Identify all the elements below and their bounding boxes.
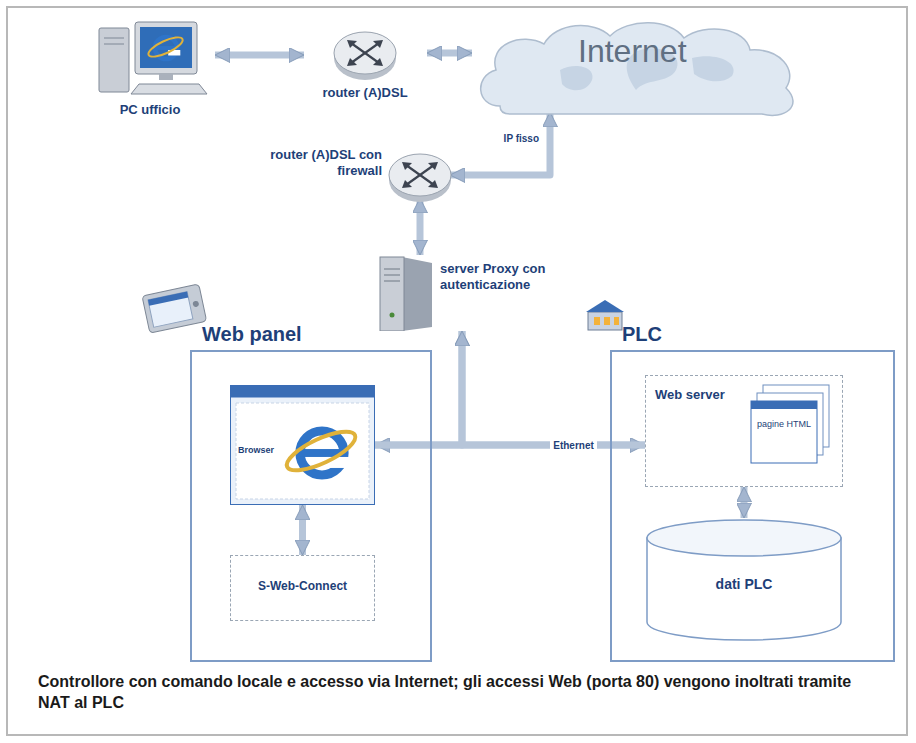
node-text: router (A)DSL con firewall [240,147,382,178]
connector-arrow [299,505,306,555]
internet-cloud: Internet [470,14,810,126]
s-web-connect-box: S-Web-Connect [230,555,375,621]
node-text: Browser [238,445,274,456]
web-panel-group: Web panelBrowserS-Web-Connect [190,318,432,662]
firewall-router-node: router (A)DSL con firewall [240,145,455,211]
web-server-box: Web server pagine HTML [645,375,843,487]
pc-node: PC ufficio [85,18,215,122]
connector-arrow [215,52,304,59]
cloud-shape [470,14,810,126]
connector-arrow [462,331,645,445]
node-text: router (A)DSL [300,85,430,101]
connector-arrow [375,331,462,445]
browser-logo [146,34,185,61]
router-illustration [300,25,430,87]
node-text: pagine HTML [755,419,813,430]
connector-arrow [417,198,424,255]
web-panel-icon [142,284,207,333]
proxy-node: server Proxy con autenticazione [370,255,570,331]
node-text: Web server [655,387,735,403]
browser-logo [282,424,360,478]
plc-icon [586,300,624,330]
router-symbol [389,154,451,202]
plc-group: PLC Web server pagine HTML dati PLC [610,318,895,662]
router-symbol [334,32,396,80]
connector-arrow [741,487,748,518]
plc-data-store: dati PLC [645,518,843,642]
node-text: dati PLC [645,576,843,593]
node-text: Internet [578,32,687,70]
pc-illustration [85,18,215,102]
figure-caption: Controllore con comando locale e accesso… [38,672,858,714]
node-text: server Proxy con autenticazione [440,261,570,292]
connector-arrow [450,112,550,175]
connector-arrow [427,50,472,57]
browser-window: Browser [230,385,375,505]
server-illustration [370,255,440,331]
node-text: S-Web-Connect [230,579,375,593]
node-text: PLC [622,322,662,346]
router-node: router (A)DSL [300,25,430,117]
edge-label: IP fisso [501,133,542,144]
node-text: Web panel [202,322,302,346]
edge-label: Ethernet [550,440,597,451]
node-text: PC ufficio [85,102,215,118]
